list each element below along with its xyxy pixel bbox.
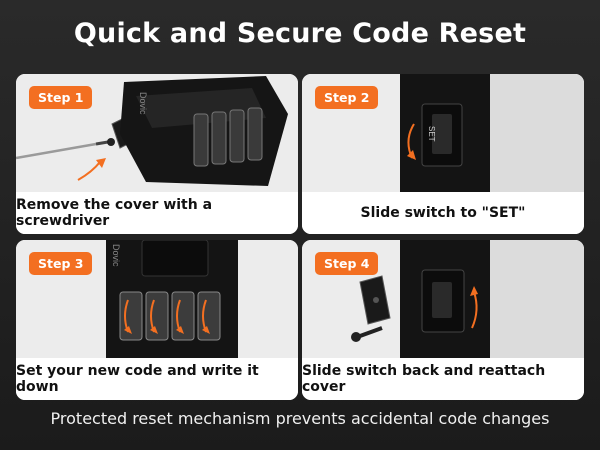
reattach-cover-illustration <box>351 240 584 358</box>
lock-cover-removal-illustration <box>16 76 288 186</box>
step-1-brand-mark: Dovic <box>138 92 148 115</box>
page-title: Quick and Secure Code Reset <box>73 18 527 49</box>
step-card-3: Dovic Step 3 Set your new code and write… <box>16 240 298 400</box>
set-switch-label: SET <box>427 126 436 142</box>
step-4-caption: Slide switch back and reattach cover <box>302 358 584 400</box>
step-2-badge: Step 2 <box>315 86 379 109</box>
step-2-photo: SET Step 2 <box>302 74 584 192</box>
step-4-badge: Step 4 <box>315 252 379 275</box>
set-switch-illustration <box>400 74 584 192</box>
dial-code-illustration <box>106 240 238 358</box>
step-1-photo: Dovic Step 1 <box>16 74 298 192</box>
step-3-caption: Set your new code and write it down <box>16 358 298 400</box>
footer-note: Protected reset mechanism prevents accid… <box>50 409 550 428</box>
step-3-badge: Step 3 <box>29 252 93 275</box>
step-2-caption: Slide switch to "SET" <box>302 192 584 234</box>
step-card-2: SET Step 2 Slide switch to "SET" <box>302 74 584 234</box>
step-1-badge: Step 1 <box>29 86 93 109</box>
step-1-caption: Remove the cover with a screwdriver <box>16 192 298 234</box>
step-3-brand-mark: Dovic <box>111 244 121 267</box>
step-4-photo: Step 4 <box>302 240 584 358</box>
step-card-1: Dovic Step 1 Remove the cover with a scr… <box>16 74 298 234</box>
step-card-4: Step 4 Slide switch back and reattach co… <box>302 240 584 400</box>
step-3-photo: Dovic Step 3 <box>16 240 298 358</box>
